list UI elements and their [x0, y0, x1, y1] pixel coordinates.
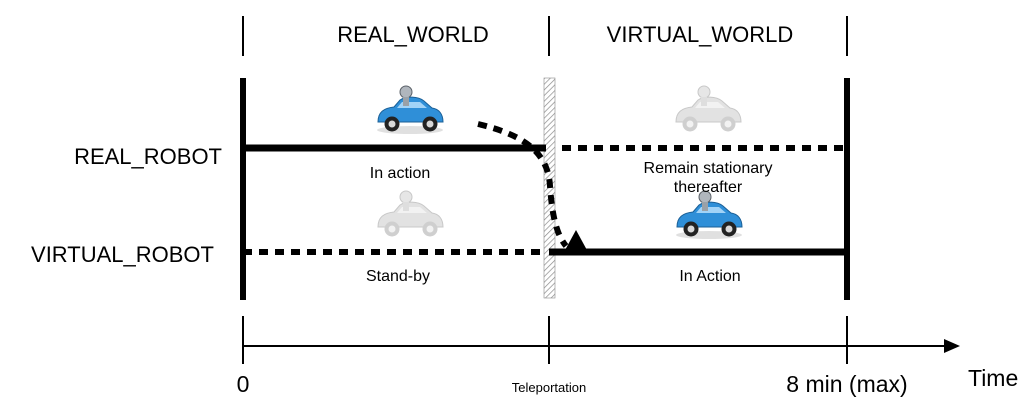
robot-car-icon-active: [376, 85, 444, 135]
real-robot-before-state: In action: [370, 165, 430, 182]
robot-car-icon-active: [675, 190, 743, 240]
time-axis-arrow-head: [944, 339, 960, 353]
time-end-label: 8 min (max): [786, 371, 907, 397]
robot-car-icon-faded: [377, 190, 444, 237]
time-axis-label: Time: [968, 365, 1018, 391]
teleport-transfer-arc: [477, 121, 569, 248]
virtual-robot-after-state: In Action: [679, 268, 740, 285]
real-robot-row-label: REAL_ROBOT: [74, 144, 222, 169]
virtual-robot-before-state: Stand-by: [366, 268, 430, 285]
teleportation-label: Teleportation: [512, 380, 586, 395]
virtual-world-label: VIRTUAL_WORLD: [607, 22, 794, 47]
teleport-arrow-head: [564, 230, 588, 252]
robot-car-icon-faded: [675, 85, 742, 132]
real-world-label: REAL_WORLD: [337, 22, 489, 47]
real-robot-after-state-line2: thereafter: [674, 179, 743, 196]
time-start-label: 0: [237, 371, 250, 397]
real-robot-after-state-line1: Remain stationary: [644, 160, 773, 177]
virtual-robot-row-label: VIRTUAL_ROBOT: [31, 242, 214, 267]
